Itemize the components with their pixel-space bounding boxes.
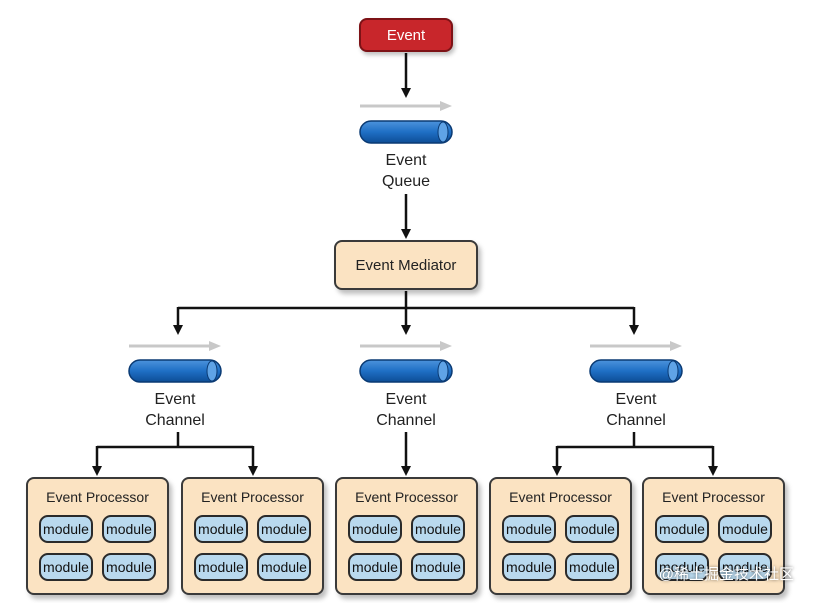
- watermark-text: @稀土掘金技术社区: [658, 566, 794, 583]
- event-channel-pipe-3: [589, 359, 683, 383]
- event-channel-pipe-2: [359, 359, 453, 383]
- event-queue-pipe: [359, 120, 453, 144]
- event-channel-pipe-1: [128, 359, 222, 383]
- channel-caption-line2: Channel: [376, 412, 436, 429]
- module: module: [39, 515, 93, 543]
- module: module: [39, 553, 93, 581]
- processor-title: Event Processor: [355, 489, 458, 505]
- channel-caption-2: Event Channel: [356, 389, 456, 431]
- module: module: [348, 515, 402, 543]
- event-processor-3: Event Processor module module module mod…: [335, 477, 478, 595]
- event-mediator-node: Event Mediator: [334, 240, 478, 290]
- channel-caption-1: Event Channel: [125, 389, 225, 431]
- channel-caption-line2: Channel: [145, 412, 205, 429]
- module: module: [655, 515, 709, 543]
- channel-caption-line2: Channel: [606, 412, 666, 429]
- module: module: [502, 515, 556, 543]
- module: module: [348, 553, 402, 581]
- module: module: [102, 553, 156, 581]
- module: module: [411, 515, 465, 543]
- module: module: [411, 553, 465, 581]
- event-processor-4: Event Processor module module module mod…: [489, 477, 632, 595]
- processor-title: Event Processor: [662, 489, 765, 505]
- module: module: [718, 553, 772, 581]
- event-processor-5: Event Processor module module module mod…: [642, 477, 785, 595]
- module: module: [194, 515, 248, 543]
- processor-title: Event Processor: [509, 489, 612, 505]
- module: module: [565, 515, 619, 543]
- queue-caption-line2: Queue: [381, 173, 431, 190]
- module: module: [565, 553, 619, 581]
- processor-title: Event Processor: [46, 489, 149, 505]
- module: module: [194, 553, 248, 581]
- module: module: [102, 515, 156, 543]
- module: module: [257, 515, 311, 543]
- channel-caption-line1: Event: [154, 391, 196, 408]
- module: module: [502, 553, 556, 581]
- event-processor-1: Event Processor module module module mod…: [26, 477, 169, 595]
- queue-caption: Event Queue: [356, 150, 456, 192]
- queue-caption-line1: Event: [385, 152, 427, 169]
- event-node: Event: [359, 18, 453, 52]
- processor-title: Event Processor: [201, 489, 304, 505]
- module: module: [655, 553, 709, 581]
- channel-caption-line1: Event: [385, 391, 427, 408]
- event-processor-2: Event Processor module module module mod…: [181, 477, 324, 595]
- mediator-label: Event Mediator: [355, 256, 457, 274]
- module: module: [718, 515, 772, 543]
- channel-caption-line1: Event: [615, 391, 657, 408]
- module: module: [257, 553, 311, 581]
- channel-caption-3: Event Channel: [586, 389, 686, 431]
- event-label: Event: [386, 26, 426, 44]
